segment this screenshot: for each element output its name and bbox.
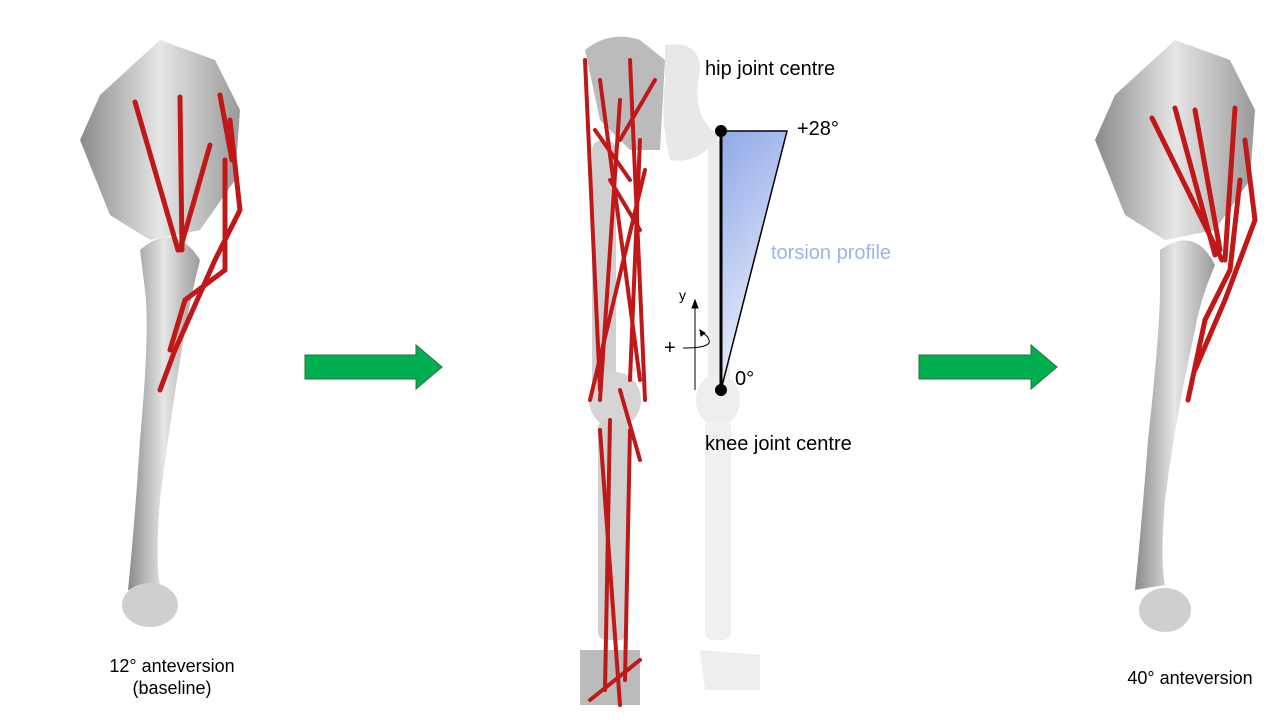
hip-joint-centre-marker (715, 125, 727, 137)
knee-joint-centre-label: knee joint centre (705, 433, 852, 455)
baseline-caption: 12° anteversion (baseline) (82, 656, 262, 699)
arrow-right-icon (304, 343, 443, 391)
torsion-profile-label: torsion profile (771, 242, 892, 264)
baseline-caption-line2: (baseline) (132, 677, 212, 698)
y-axis-icon (682, 298, 710, 390)
bottom-angle-label: 0° (735, 368, 755, 390)
modified-caption: 40° anteversion (1127, 668, 1253, 688)
leg-model (580, 36, 760, 707)
hip-joint-centre-label: hip joint centre (705, 58, 836, 80)
arrow-right-icon (918, 343, 1058, 391)
y-axis-label: y (679, 287, 686, 303)
baseline-femur-model (80, 40, 243, 627)
rotation-sign-label: + (664, 337, 676, 359)
modified-femur-model (1095, 40, 1258, 632)
top-angle-label: +28° (797, 118, 839, 140)
baseline-caption-line1: 12° anteversion (109, 656, 235, 676)
knee-joint-centre-marker (715, 384, 727, 396)
